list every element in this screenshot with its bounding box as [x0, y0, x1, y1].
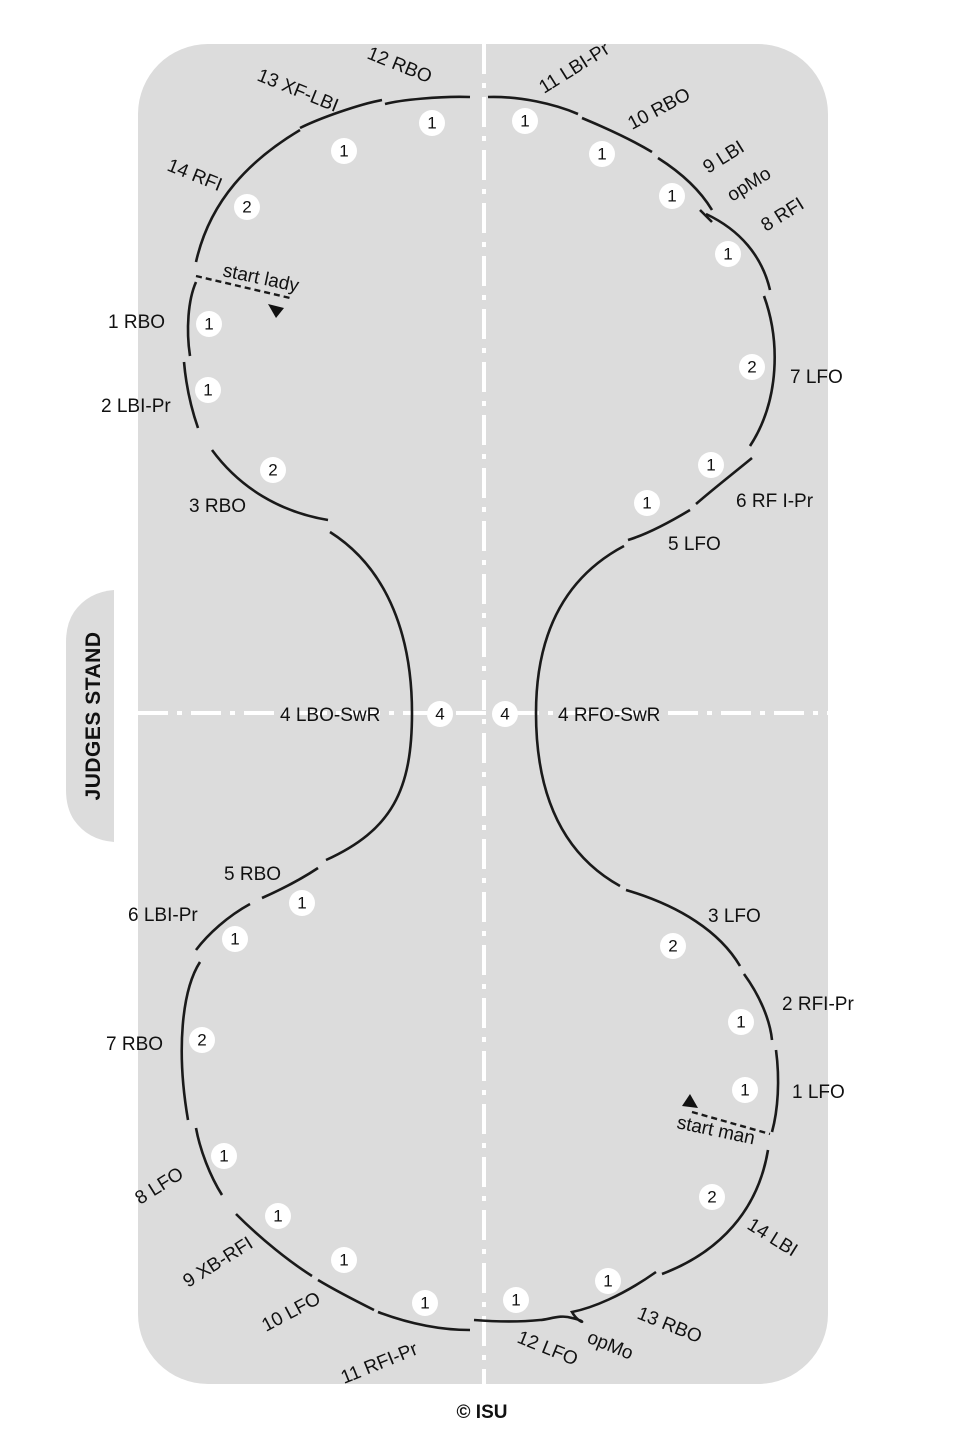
svg-text:2: 2	[242, 198, 251, 217]
beat-count-l14: 2	[699, 1184, 725, 1210]
beat-count-l3: 2	[260, 457, 286, 483]
svg-text:1: 1	[520, 112, 529, 131]
step-label-r5: 5 LFO	[668, 534, 721, 555]
svg-text:1: 1	[297, 894, 306, 913]
step-label-r2: 2 RFI-Pr	[782, 994, 854, 1015]
beat-count-l12: 1	[503, 1287, 529, 1313]
beat-count-l10: 1	[331, 1247, 357, 1273]
svg-text:1: 1	[667, 187, 676, 206]
svg-text:1: 1	[339, 142, 348, 161]
svg-text:1: 1	[420, 1294, 429, 1313]
svg-text:1: 1	[219, 1147, 228, 1166]
copyright-label: © ISU	[457, 1402, 508, 1423]
svg-text:1: 1	[204, 315, 213, 334]
step-label-r4: 4 RFO-SwR	[558, 705, 660, 726]
beat-count-r4: 4	[492, 701, 518, 727]
svg-text:1: 1	[427, 114, 436, 133]
step-label-r3: 3 LFO	[708, 906, 761, 927]
beat-count-r2: 1	[728, 1009, 754, 1035]
step-label-l4: 4 LBO-SwR	[280, 705, 380, 726]
svg-text:1: 1	[273, 1207, 282, 1226]
beat-count-r5: 1	[634, 490, 660, 516]
beat-count-l2: 1	[195, 377, 221, 403]
svg-text:1: 1	[642, 494, 651, 513]
step-label-r7: 7 LFO	[790, 367, 843, 388]
beat-count-l9: 1	[265, 1203, 291, 1229]
step-label-l3: 3 RBO	[189, 496, 246, 517]
svg-text:1: 1	[603, 1272, 612, 1291]
svg-text:1: 1	[740, 1081, 749, 1100]
man-step-path	[473, 95, 780, 1324]
beat-count-l6: 1	[222, 926, 248, 952]
beat-count-l1: 1	[196, 311, 222, 337]
svg-text:1: 1	[230, 930, 239, 949]
step-label-l5: 5 RBO	[224, 864, 281, 885]
beat-count-r1: 1	[732, 1077, 758, 1103]
svg-text:2: 2	[268, 461, 277, 480]
beat-count-r13: 1	[331, 138, 357, 164]
beat-count-l13: 1	[595, 1268, 621, 1294]
svg-text:2: 2	[747, 358, 756, 377]
svg-text:1: 1	[511, 1291, 520, 1310]
svg-text:1: 1	[706, 456, 715, 475]
step-label-r6: 6 RF I-Pr	[736, 491, 814, 512]
beat-count-r10: 1	[589, 141, 615, 167]
beat-count-r6: 1	[698, 452, 724, 478]
svg-text:1: 1	[339, 1251, 348, 1270]
beat-counts: 1 1 2 4 1 1 2 1 1 1 1 1 1 2 1 1 2 4 1 1 …	[189, 108, 765, 1316]
beat-count-l5: 1	[289, 890, 315, 916]
lady-step-path	[180, 95, 471, 1332]
step-label-l2: 2 LBI-Pr	[101, 396, 171, 417]
step-label-l6: 6 LBI-Pr	[128, 905, 198, 926]
beat-count-l11: 1	[412, 1290, 438, 1316]
judges-stand-label: JUDGES STAND	[82, 632, 105, 801]
beat-count-r11: 1	[512, 108, 538, 134]
svg-text:1: 1	[736, 1013, 745, 1032]
svg-text:2: 2	[668, 937, 677, 956]
step-label-r1: 1 LFO	[792, 1082, 845, 1103]
beat-count-l7: 2	[189, 1027, 215, 1053]
judges-stand: JUDGES STAND	[66, 590, 114, 842]
beat-count-r9: 1	[659, 183, 685, 209]
svg-text:1: 1	[723, 245, 732, 264]
svg-text:1: 1	[597, 145, 606, 164]
beat-count-r14: 2	[234, 194, 260, 220]
svg-text:4: 4	[435, 705, 444, 724]
svg-text:1: 1	[203, 381, 212, 400]
svg-text:2: 2	[707, 1188, 716, 1207]
beat-count-l8: 1	[211, 1143, 237, 1169]
beat-count-r7: 2	[739, 354, 765, 380]
svg-text:2: 2	[197, 1031, 206, 1050]
svg-text:4: 4	[500, 705, 509, 724]
beat-count-r12: 1	[419, 110, 445, 136]
beat-count-r8: 1	[715, 241, 741, 267]
beat-count-l4: 4	[427, 701, 453, 727]
beat-count-r3: 2	[660, 933, 686, 959]
step-label-l1: 1 RBO	[108, 312, 165, 333]
step-label-l7: 7 RBO	[106, 1034, 163, 1055]
